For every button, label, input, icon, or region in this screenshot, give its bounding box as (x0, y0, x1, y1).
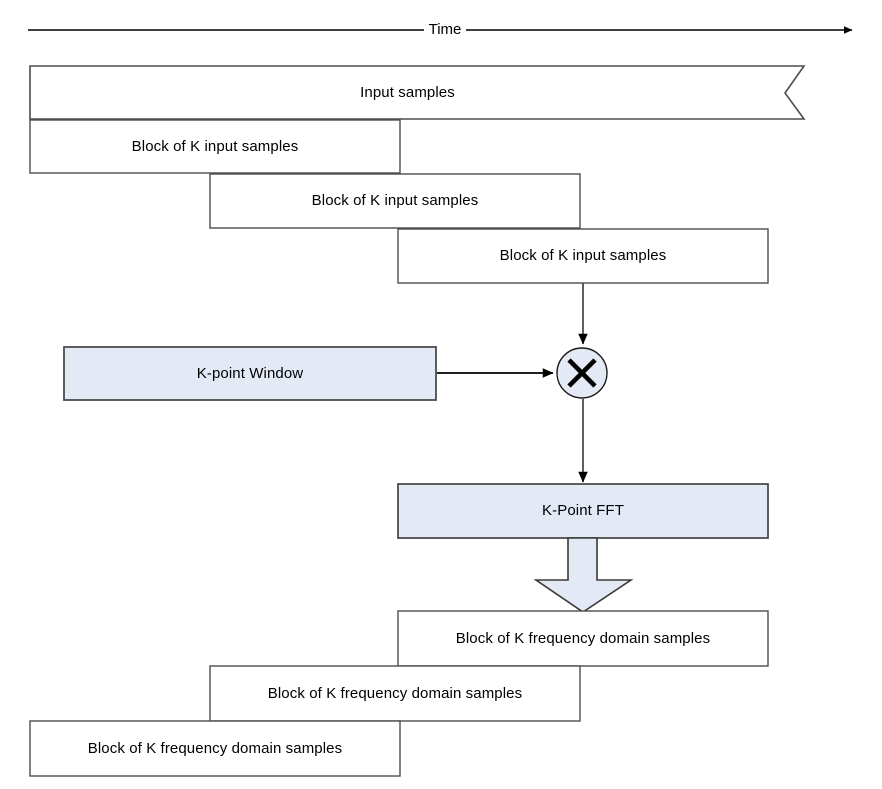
multiply-icon (567, 358, 597, 388)
connector-fft-to-output-block-arrow (533, 537, 634, 613)
input-block-box-3 (397, 228, 769, 284)
output-block-box-1 (397, 610, 769, 667)
fft-box (397, 483, 769, 539)
output-block-box-2 (209, 665, 581, 722)
input-block-box-2 (209, 173, 581, 229)
input-block-box-1 (29, 119, 401, 174)
time-axis-label: Time (424, 21, 466, 38)
output-block-box-3 (29, 720, 401, 777)
window-box (63, 346, 437, 401)
input-samples-box (29, 65, 806, 120)
